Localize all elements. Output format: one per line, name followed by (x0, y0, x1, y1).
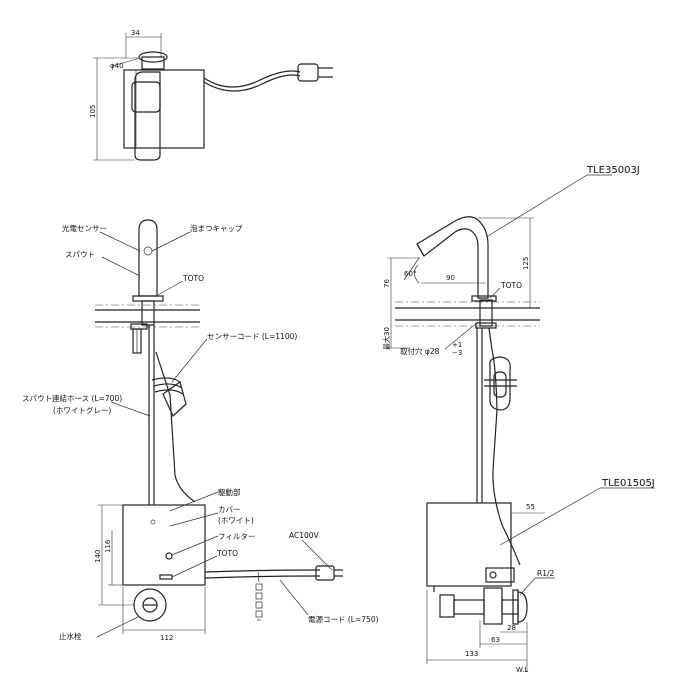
dim-28: 28 (507, 624, 516, 632)
model-valve: TLE01505J (601, 478, 655, 489)
side-valve-handle (483, 587, 503, 625)
side-sensor-cord (488, 327, 521, 566)
dim-140: 140 (94, 550, 102, 563)
dim-63: 63 (491, 636, 500, 644)
label-sensor: 光電センサー (62, 223, 107, 233)
label-drive: 駆動部 (218, 487, 241, 497)
side-valve-body (453, 599, 485, 615)
label-hose-color: (ホワイトグレー) (53, 405, 111, 415)
label-cover: カバー (218, 505, 241, 514)
top-power-cord (203, 70, 301, 88)
front-spout-flange (132, 295, 164, 302)
label-stop-valve: 止水栓 (59, 631, 82, 641)
label-toto-spout: TOTO (182, 274, 204, 283)
label-hole: 取付穴 φ28 (400, 346, 440, 356)
dim-116: 116 (104, 539, 112, 553)
top-spout-cap (138, 51, 168, 63)
label-hose: スパウト連結ホース (L=700) (22, 393, 122, 403)
top-view: 34 φ40 105 (89, 29, 333, 161)
label-ac: AC100V (289, 531, 320, 540)
side-connector (485, 567, 515, 583)
label-sensor-cord: センサーコード (L=1100) (207, 332, 297, 341)
label-wl: W.L (516, 666, 528, 674)
model-faucet: TLE35003J (586, 165, 640, 176)
front-cord-clamp (151, 377, 184, 395)
dim-34: 34 (131, 29, 140, 37)
dim-112: 112 (160, 634, 173, 642)
label-power-cord: 電源コード (L=750) (308, 615, 379, 624)
angle-60: 60° (404, 270, 416, 278)
dim-55: 55 (526, 503, 535, 511)
hole-tol-plus: +1 (452, 341, 462, 349)
hole-tol-minus: −3 (452, 349, 462, 357)
front-sensor-window (143, 246, 153, 256)
side-shank (479, 299, 493, 327)
label-toto-side: TOTO (500, 281, 522, 290)
dim-76: 76 (383, 279, 391, 288)
label-aerator: 泡まつキャップ (190, 223, 243, 233)
label-toto-box: TOTO (216, 549, 238, 558)
label-filter: フィルター (218, 532, 255, 541)
label-spout: スパウト (65, 250, 95, 259)
front-plug (315, 565, 335, 581)
label-cover-color: (ホワイト) (218, 516, 254, 525)
front-sensor-cord (155, 351, 196, 503)
side-spout-flange (471, 295, 497, 302)
front-power-cord (204, 569, 321, 573)
top-spout-neck (141, 56, 165, 70)
dim-90: 90 (446, 274, 455, 282)
front-chain (255, 571, 263, 621)
top-plug (297, 63, 319, 82)
dim-max30: 最大30 (382, 327, 391, 350)
dim-125: 125 (522, 257, 530, 270)
side-spout (416, 216, 489, 299)
side-view: 125 76 90 60° TOTO 最大30 取付穴 φ28 +1 −3 TL… (382, 165, 655, 674)
top-spout-body (134, 71, 161, 161)
side-control-box (426, 502, 512, 587)
top-control-box (123, 69, 205, 149)
label-r12: R1/2 (537, 569, 555, 578)
side-valve-cap (517, 591, 528, 623)
front-control-box (122, 504, 206, 586)
dim-133: 133 (465, 650, 478, 658)
dim-40: φ40 (110, 62, 124, 70)
dim-105: 105 (89, 105, 97, 118)
front-view: 140 116 112 光電センサー 泡まつキャップ スパウト TOTO センサ… (22, 219, 379, 642)
front-spout (138, 219, 158, 297)
side-cord-clamp (489, 356, 511, 411)
side-valve-left (439, 594, 455, 618)
top-spout-base (131, 81, 161, 113)
front-filter (165, 552, 173, 560)
front-shank (141, 300, 155, 326)
